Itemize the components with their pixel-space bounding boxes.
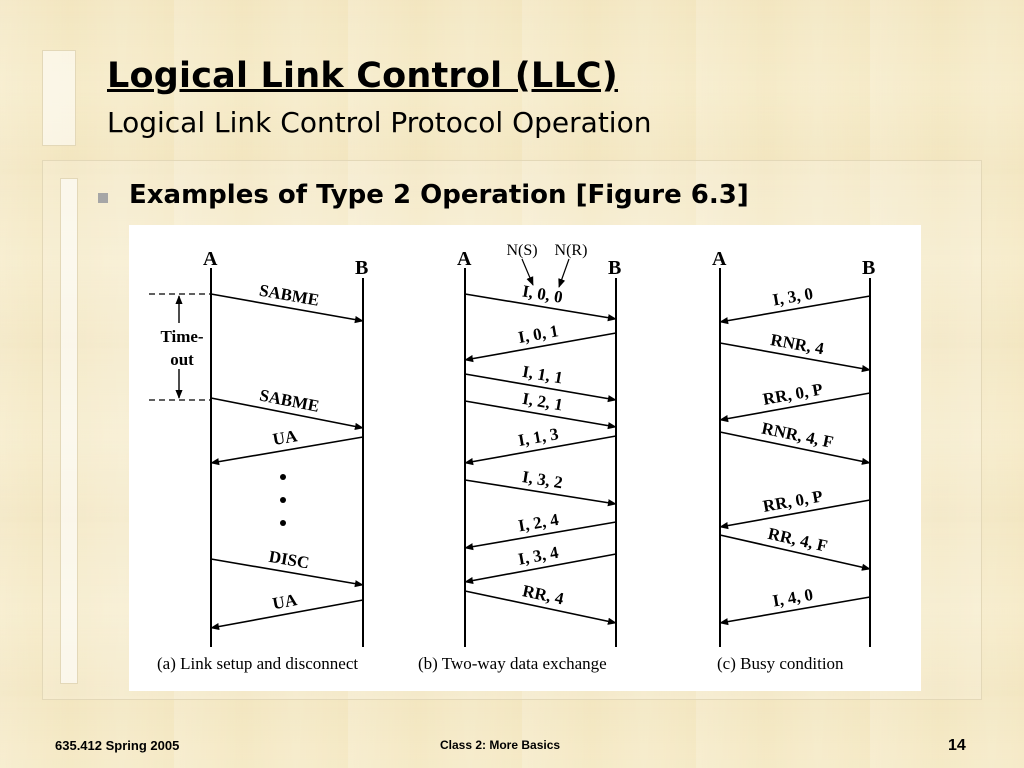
message-arrow [210, 397, 364, 430]
message-label: I, 1, 1 [521, 362, 564, 388]
message-arrow [719, 342, 871, 373]
station-label-a: A [203, 248, 218, 270]
message-label: I, 3, 0 [771, 284, 814, 310]
message-label: I, 2, 1 [521, 389, 564, 415]
message-label: RR, 0, P [761, 486, 824, 515]
page-number: 14 [948, 737, 966, 754]
message-arrow [719, 431, 871, 465]
message-label: UA [271, 426, 299, 449]
message-label: SABME [258, 281, 321, 310]
message-label: RR, 4, F [766, 524, 829, 556]
message-arrow [210, 558, 364, 588]
message-arrow [210, 436, 364, 466]
message-arrow [464, 553, 617, 585]
message-label: I, 1, 3 [517, 424, 560, 450]
figure-6-3: A B SABME SABME UA DISC UA (a) Link setup and d… [129, 225, 921, 691]
message-arrow [719, 295, 871, 325]
annotation-nr-arrow [558, 258, 570, 288]
slide-title: Logical Link Control (LLC) [107, 56, 618, 96]
slide-subtitle: Logical Link Control Protocol Operation [107, 106, 652, 139]
footer-course: 635.412 Spring 2005 [55, 738, 180, 753]
message-arrow [719, 499, 871, 530]
message-label: I, 4, 0 [771, 585, 814, 611]
footer-class-title: Class 2: More Basics [440, 738, 561, 752]
panel-b: A B I, 0, 0 I, 0, 1 I, 1, 1I, 2, 1 I, 1, 3 I, … [418, 242, 621, 673]
continuation-dot [280, 497, 286, 503]
message-arrow [464, 521, 617, 551]
station-label-b: B [608, 257, 621, 279]
message-arrow [464, 479, 617, 507]
message-arrow [719, 392, 871, 423]
message-arrow [464, 435, 617, 466]
message-label: UA [271, 590, 299, 613]
panel-a: A B SABME SABME UA DISC UA (a) Link setup and d… [149, 248, 368, 673]
title-frame-decoration [42, 50, 76, 146]
message-label: SABME [258, 386, 321, 416]
station-label-a: A [712, 248, 727, 270]
station-label-a: A [457, 248, 472, 270]
message-label: I, 0, 1 [517, 321, 560, 347]
panel-caption: (c) Busy condition [717, 654, 844, 673]
timeout-label: out [170, 350, 194, 369]
station-label-b: B [355, 257, 368, 279]
annotation-ns-arrow [521, 258, 534, 286]
sequence-diagram: A B SABME SABME UA DISC UA (a) Link setup and d… [149, 242, 875, 673]
continuation-dot [280, 474, 286, 480]
annotation-nr: N(R) [555, 242, 588, 259]
message-label: RR, 0, P [761, 379, 824, 408]
message-arrow [210, 293, 364, 324]
bullet-text: Examples of Type 2 Operation [Figure 6.3… [129, 180, 749, 210]
panel-caption: (b) Two-way data exchange [418, 654, 607, 673]
message-label: I, 3, 2 [521, 467, 564, 492]
message-arrow [719, 596, 871, 626]
message-arrow [464, 373, 617, 403]
message-label: DISC [267, 547, 310, 573]
message-arrow [464, 293, 617, 322]
panel-caption: (a) Link setup and disconnect [157, 654, 358, 673]
timeout-label: Time- [160, 327, 203, 346]
message-arrow [719, 534, 871, 571]
message-label: I, 2, 4 [517, 510, 561, 536]
message-arrow [464, 400, 617, 430]
message-label: RNR, 4, F [760, 419, 835, 452]
bullet-square-icon [98, 193, 108, 203]
content-left-bar [60, 178, 78, 684]
station-label-b: B [862, 257, 875, 279]
message-arrow [210, 599, 364, 631]
continuation-dot [280, 520, 286, 526]
message-arrow [464, 590, 617, 625]
annotation-ns: N(S) [506, 242, 537, 259]
message-label: I, 0, 0 [521, 281, 564, 306]
message-arrow [464, 332, 617, 363]
